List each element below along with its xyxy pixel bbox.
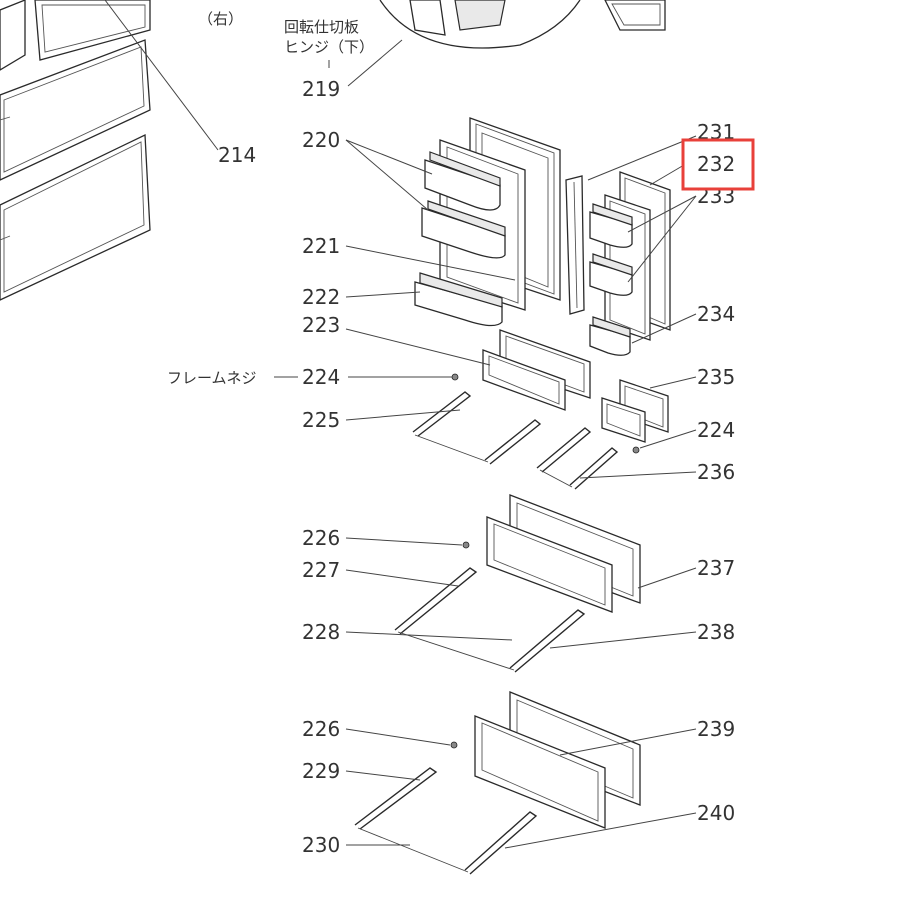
- label-219: 219: [302, 77, 340, 101]
- label-228: 228: [302, 620, 340, 644]
- door-pocket-233-lower: [589, 253, 633, 296]
- screw-224b: [632, 446, 640, 454]
- door-pocket-222: [414, 272, 503, 327]
- leader-lines: [104, 0, 697, 849]
- label-232: 232: [697, 152, 735, 176]
- label-226a: 226: [302, 526, 340, 550]
- label-222: 222: [302, 285, 340, 309]
- door-pocket-220-upper: [424, 151, 501, 211]
- label-229: 229: [302, 759, 340, 783]
- label-214: 214: [218, 143, 256, 167]
- label-220: 220: [302, 128, 340, 152]
- label-230: 230: [302, 833, 340, 857]
- drawer-front-239: [474, 691, 641, 829]
- rail-set-229: [354, 767, 538, 875]
- rail-set-227: [394, 567, 586, 673]
- label-240: 240: [697, 801, 735, 825]
- screw-224a: [451, 373, 459, 381]
- door-pocket-234: [589, 316, 631, 356]
- rail-set-236: [536, 427, 619, 490]
- label-236: 236: [697, 460, 735, 484]
- drawer-front-223: [482, 329, 591, 411]
- door-pocket-233-upper: [589, 203, 633, 248]
- label-227: 227: [302, 558, 340, 582]
- label-223: 223: [302, 313, 340, 337]
- label-221: 221: [302, 234, 340, 258]
- label-hinge-lower: ヒンジ（下）: [284, 38, 374, 56]
- highlight-box-232: [681, 138, 755, 191]
- rail-set-225: [412, 391, 542, 465]
- screw-226a: [462, 541, 470, 549]
- label-237: 237: [697, 556, 735, 580]
- label-235: 235: [697, 365, 735, 389]
- label-226b: 226: [302, 717, 340, 741]
- label-migi: （右）: [198, 10, 243, 28]
- label-225: 225: [302, 408, 340, 432]
- label-224a: 224: [302, 365, 340, 389]
- hinge-bar-231: [565, 175, 585, 315]
- right-door-assembly: [604, 171, 671, 341]
- drawer-stack-left: [0, 0, 151, 301]
- label-224b: 224: [697, 418, 735, 442]
- label-frame-screw: フレームネジ: [167, 369, 257, 387]
- hinge-detail-circle: [379, 0, 666, 49]
- drawer-front-235: [601, 379, 669, 443]
- screw-226b: [450, 741, 458, 749]
- label-239: 239: [697, 717, 735, 741]
- door-pocket-220-lower: [421, 200, 506, 259]
- label-kaiten-shikiriban: 回転仕切板: [284, 18, 359, 36]
- label-238: 238: [697, 620, 735, 644]
- drawer-front-237: [486, 494, 641, 613]
- label-234: 234: [697, 302, 735, 326]
